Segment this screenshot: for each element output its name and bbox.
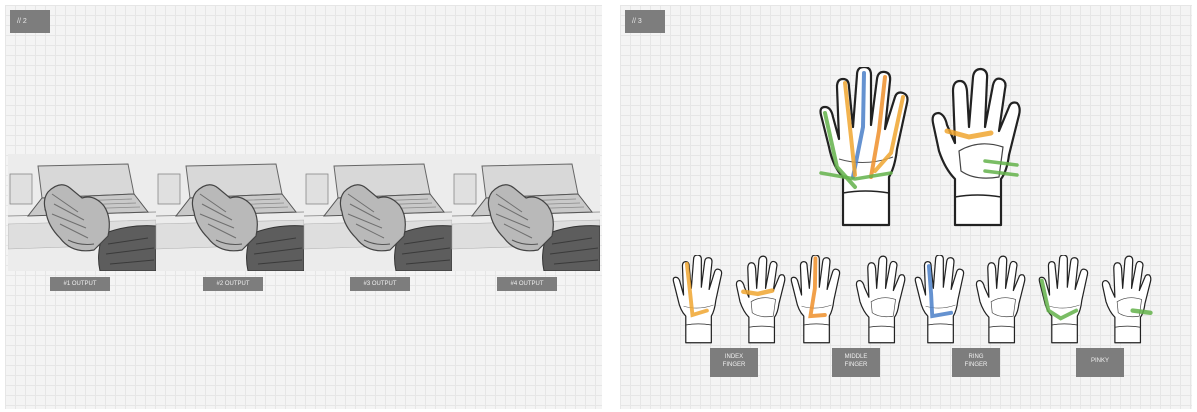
output-label-3: #3 OUTPUT	[350, 277, 410, 291]
glove-palm-all-fingers	[815, 67, 915, 229]
glove-back-all-fingers	[925, 67, 1025, 229]
finger-label-ring: RING FINGER	[952, 348, 1000, 377]
sketch-image-2	[156, 154, 304, 271]
sketch-image-1	[8, 154, 156, 271]
glove-back-pinky	[1098, 255, 1154, 345]
sketch-image-3	[304, 154, 452, 271]
glove-palm-index	[670, 255, 726, 345]
finger-label-index: INDEX FINGER	[710, 348, 758, 377]
output-label-1: #1 OUTPUT	[50, 277, 110, 291]
glove-back-middle	[852, 255, 908, 345]
page-panel-left: // 2	[5, 5, 602, 409]
glove-back-ring	[972, 255, 1028, 345]
page-panel-right: // 3	[620, 5, 1192, 409]
page-number-tag: // 3	[625, 10, 665, 33]
glove-palm-ring	[912, 255, 968, 345]
finger-label-middle: MIDDLE FINGER	[832, 348, 880, 377]
glove-palm-middle	[788, 255, 844, 345]
glove-palm-pinky	[1036, 255, 1092, 345]
sketch-image-4	[452, 154, 600, 271]
output-label-4: #4 OUTPUT	[497, 277, 557, 291]
sketch-output-strip	[8, 154, 600, 271]
page-number-tag: // 2	[10, 10, 50, 33]
finger-label-pinky: PINKY	[1076, 348, 1124, 377]
glove-back-index	[732, 255, 788, 345]
output-label-2: #2 OUTPUT	[203, 277, 263, 291]
